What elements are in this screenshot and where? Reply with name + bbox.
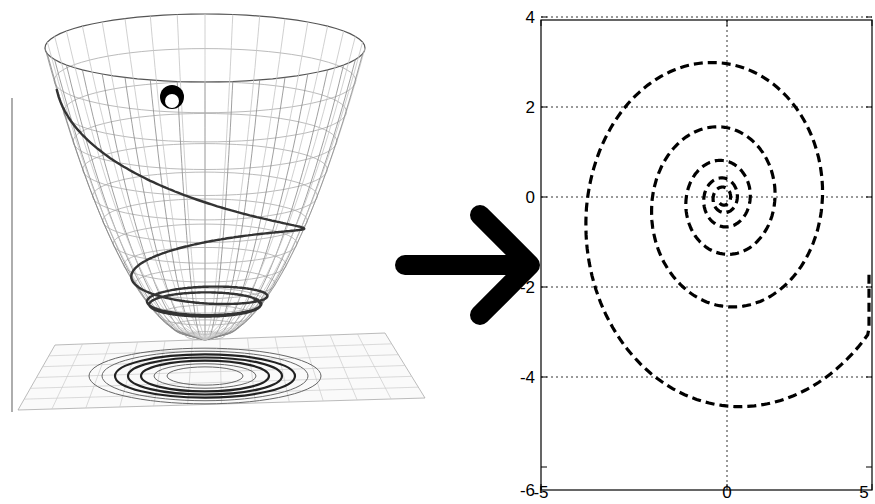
x-tick-label: 5 [859, 484, 868, 501]
surface-meridian [205, 14, 206, 340]
y-tick-label: -2 [520, 279, 535, 296]
plot-frame [541, 17, 872, 490]
grid-line [541, 107, 872, 108]
contour-ring [167, 367, 243, 385]
tick-mark [541, 20, 542, 26]
tick-mark [541, 377, 547, 378]
contour-ring [154, 364, 256, 388]
surface-meridian [55, 60, 205, 340]
tick-mark [872, 20, 873, 26]
tick-mark [866, 107, 872, 108]
tick-mark [541, 467, 547, 468]
surface-meridian [205, 65, 344, 340]
transform-arrow [405, 215, 530, 315]
base-plane [18, 333, 425, 410]
y-tick-label: -4 [520, 369, 535, 386]
surface-meridian [205, 42, 363, 340]
phase-spiral [586, 63, 869, 407]
grid-line [541, 287, 872, 288]
contour-ring [89, 348, 321, 404]
ball [160, 85, 184, 109]
y-tick-label: 0 [526, 189, 535, 206]
tick-mark [872, 484, 873, 490]
contour-ring [128, 358, 282, 395]
x-tick-label: 0 [722, 484, 731, 501]
surface-meridian [205, 60, 355, 340]
surface-meridian [125, 77, 205, 340]
grid-line [541, 17, 872, 18]
tick-mark [541, 287, 547, 288]
surface-meridian [47, 42, 205, 340]
tick-mark [541, 17, 547, 18]
tick-mark [866, 467, 872, 468]
surface-meridian [205, 36, 355, 340]
surface-meridian [66, 65, 205, 340]
tick-mark [866, 197, 872, 198]
surface-meridian [205, 15, 233, 341]
tick-mark [727, 20, 728, 26]
tick-mark [541, 107, 547, 108]
x-tick-label: -5 [533, 484, 548, 501]
surface-meridian [205, 77, 285, 340]
trajectory-line [57, 89, 305, 317]
axis-line [11, 98, 12, 412]
contour-ring [141, 361, 269, 392]
ball-highlight [165, 94, 179, 108]
grid-line [727, 20, 728, 490]
y-tick-label: 4 [526, 9, 535, 26]
tick-mark [866, 17, 872, 18]
tick-mark [866, 287, 872, 288]
y-tick-label: 2 [526, 99, 535, 116]
tick-mark [541, 197, 547, 198]
grid-line [541, 377, 872, 378]
plane-grid [30, 376, 411, 388]
ball-trajectory [57, 89, 305, 317]
contour-ring [115, 354, 295, 397]
contour-ring [102, 351, 308, 400]
tick-mark [866, 377, 872, 378]
y-tick-label: -6 [520, 482, 535, 499]
surface-meridian [177, 15, 205, 341]
paraboloid-wireframe [18, 14, 425, 410]
